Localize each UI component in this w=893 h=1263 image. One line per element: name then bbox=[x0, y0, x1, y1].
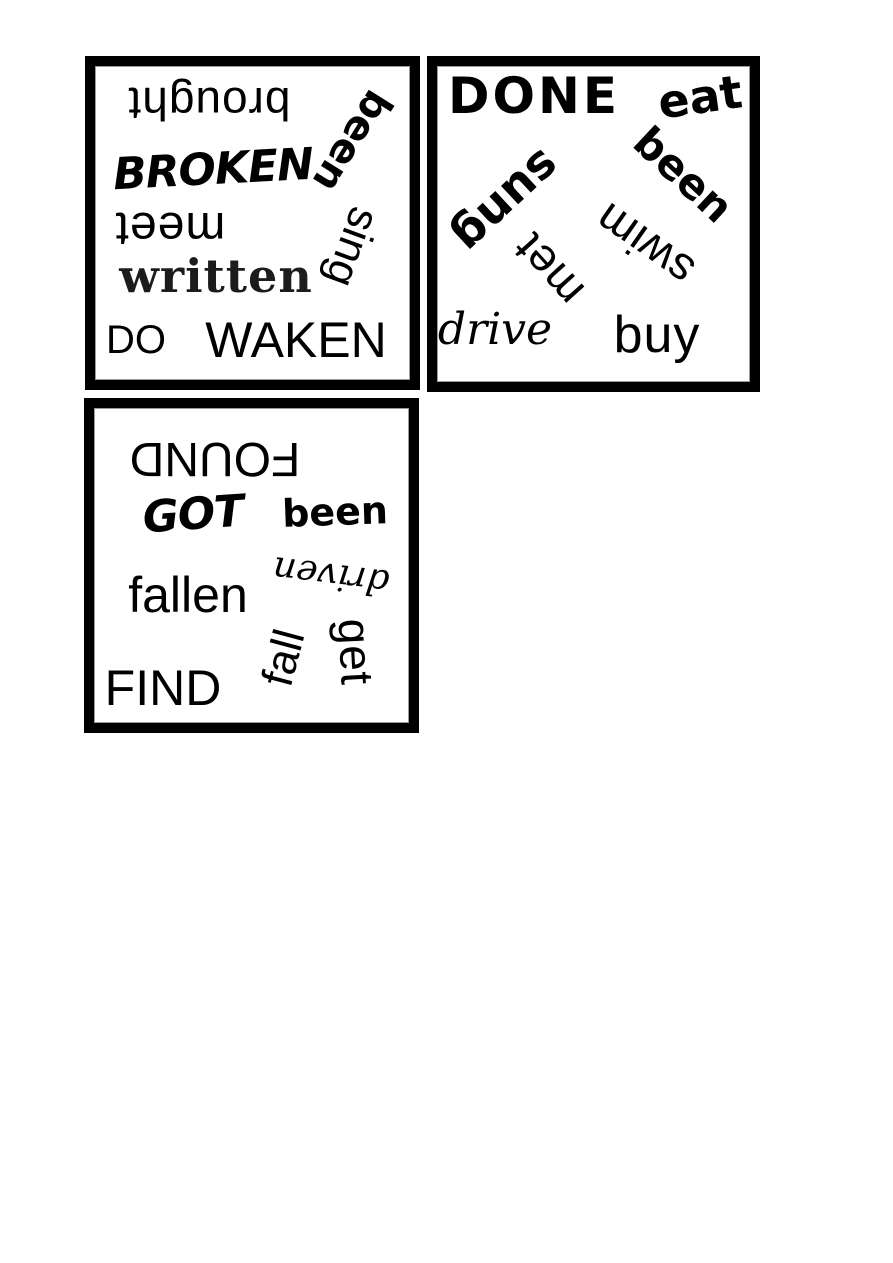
word-brought: brought bbox=[127, 78, 291, 130]
word-found: FOUND bbox=[129, 432, 301, 485]
word-buy: buy bbox=[613, 306, 701, 364]
word-been: been bbox=[281, 488, 389, 536]
word-meet: meet bbox=[114, 202, 226, 255]
word-drive: drive bbox=[437, 304, 553, 355]
card-face bbox=[94, 408, 409, 723]
word-get: get bbox=[328, 617, 384, 687]
card-face bbox=[95, 66, 410, 380]
word-written: written bbox=[119, 249, 313, 303]
word-waken: WAKEN bbox=[205, 312, 387, 368]
word-do: DO bbox=[106, 318, 166, 362]
word-find: FIND bbox=[104, 660, 222, 716]
word-fallen: fallen bbox=[128, 567, 248, 623]
word-done: DONE bbox=[447, 67, 621, 125]
word-broken: BROKEN bbox=[111, 138, 315, 201]
word-got: GOT bbox=[141, 485, 245, 544]
card-face bbox=[437, 66, 750, 382]
word-eat: eat bbox=[654, 64, 746, 130]
